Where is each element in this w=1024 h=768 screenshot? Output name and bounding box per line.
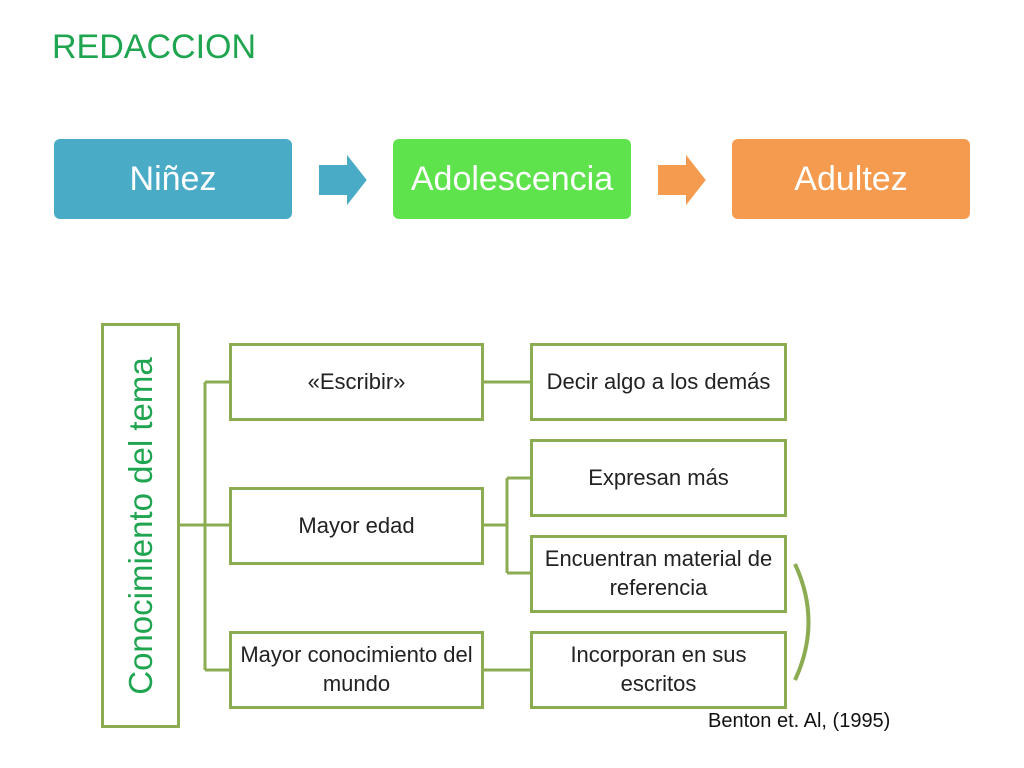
branch-mayor-edad: Mayor edad — [229, 487, 484, 565]
slide-title: REDACCION — [52, 28, 257, 66]
brace-icon — [793, 563, 811, 681]
stage-ninez: Niñez — [54, 139, 292, 219]
tree-root-box: Conocimiento del tema — [101, 323, 180, 728]
leaf-decir-algo: Decir algo a los demás — [530, 343, 787, 421]
citation: Benton et. Al, (1995) — [708, 710, 891, 732]
arrow-right-icon — [656, 150, 709, 210]
leaf-expresan-mas: Expresan más — [530, 439, 787, 517]
branch-escribir: «Escribir» — [229, 343, 484, 421]
tree-root-label: Conocimiento del tema — [121, 356, 159, 695]
stage-adolescencia: Adolescencia — [393, 139, 631, 219]
leaf-encuentran-material: Encuentran material de referencia — [530, 535, 787, 613]
leaf-incorporan: Incorporan en sus escritos — [530, 631, 787, 709]
arrow-right-icon — [317, 150, 370, 210]
stage-adultez: Adultez — [732, 139, 970, 219]
branch-mayor-conocimiento: Mayor conocimiento del mundo — [229, 631, 484, 709]
